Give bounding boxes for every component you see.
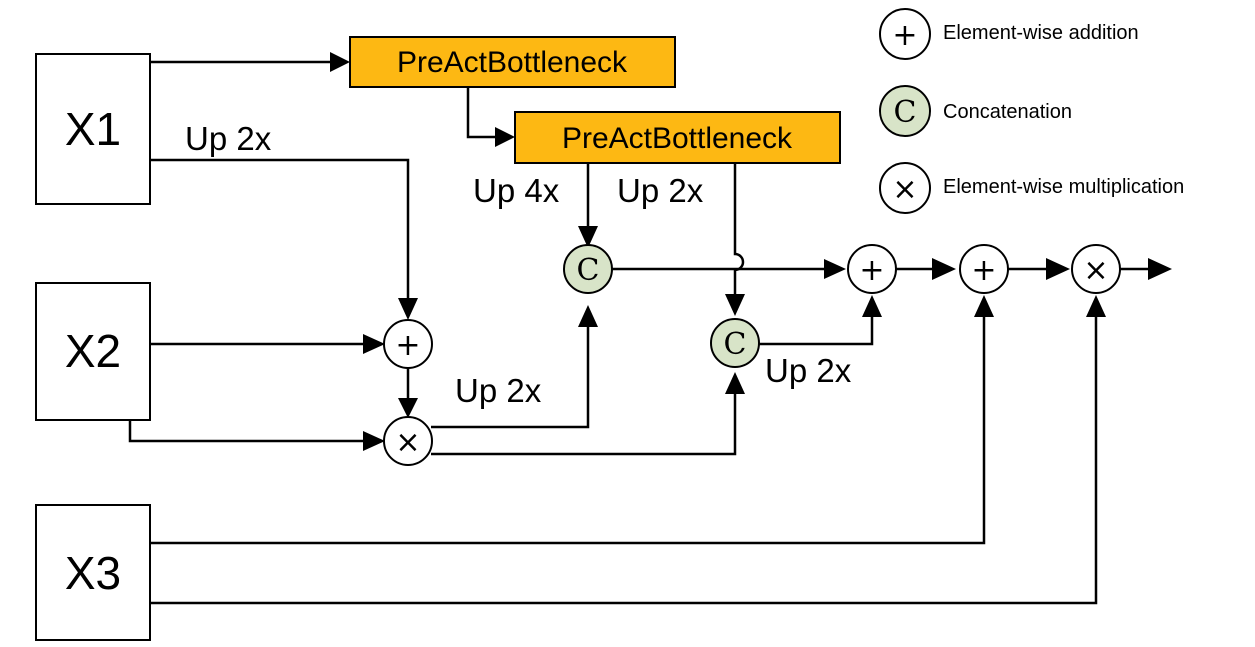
add-icon: + [395,328,420,363]
arrowhead [398,398,418,418]
legend-concat-label: Concatenation [943,101,1072,123]
preact-bottleneck-block-1: PreActBottleneck [349,36,676,88]
arrowhead [398,298,418,320]
add-icon: + [971,253,996,288]
wire-x2-to-mult1 [128,420,365,443]
connections [128,52,1172,605]
arrowhead [363,431,385,451]
legend-mult-label: Element-wise multiplication [943,176,1184,198]
concat-node-2: C [710,318,760,368]
legend-item-mult: × Element-wise multiplication [879,162,1184,214]
concat-icon: C [724,327,747,362]
wire-x3-to-mult2 [150,315,1098,605]
multiply-icon: × [395,425,420,460]
add-node-3: + [959,244,1009,294]
label-concat-up: Up 2x [765,352,852,389]
add-node-2: + [847,244,897,294]
block-2-label: PreActBottleneck [562,122,793,155]
block-1-label: PreActBottleneck [397,46,628,79]
legend-multiply-icon: × [892,172,917,207]
add-node-1: + [383,319,433,369]
concat-node-1: C [563,244,613,294]
arrowhead [1086,295,1106,317]
input-x2-label: X2 [65,325,121,377]
wire-x1-up-to-add1 [150,158,410,300]
wire-block1-to-block2 [466,87,497,139]
input-x1-label: X1 [65,103,121,155]
arrowhead [974,295,994,317]
legend: + Element-wise addition C Concatenation … [879,8,1184,214]
add-icon: + [859,253,884,288]
wire-mult1-up-to-concat1 [431,325,590,429]
legend-item-add: + Element-wise addition [879,8,1139,60]
output-arrowhead [1148,258,1172,280]
legend-add-icon: + [892,18,917,53]
multiply-icon: × [1083,253,1108,288]
mult-node-1: × [383,416,433,466]
arrowhead [330,52,350,72]
wire-x3-to-add3 [150,315,986,545]
label-x1-up: Up 2x [185,120,272,157]
legend-concat-icon: C [894,95,917,130]
arrowhead [495,127,515,147]
label-block-up4: Up 4x [473,172,560,209]
wire-mult1-to-concat2 [431,392,737,456]
legend-item-concat: C Concatenation [879,85,1072,137]
arrowhead [932,258,956,280]
label-block-up2: Up 2x [617,172,704,209]
arrowhead [862,295,882,317]
input-x3: X3 [35,504,151,641]
preact-bottleneck-block-2: PreActBottleneck [514,111,841,164]
input-x3-label: X3 [65,547,121,599]
legend-add-label: Element-wise addition [943,22,1139,44]
wire-block2-up2-to-concat2 [733,163,745,296]
input-x2: X2 [35,282,151,421]
input-x1: X1 [35,53,151,205]
concat-icon: C [577,253,600,288]
wire-concat2-up-to-add2 [758,315,874,346]
arrowhead [578,226,598,248]
arrowhead [725,294,745,316]
mult-node-2: × [1071,244,1121,294]
arrowhead [824,259,846,279]
arrowhead [363,334,385,354]
arrowhead [725,372,745,394]
arrowhead [1046,258,1070,280]
label-mult-up: Up 2x [455,372,542,409]
arrowhead [578,305,598,327]
